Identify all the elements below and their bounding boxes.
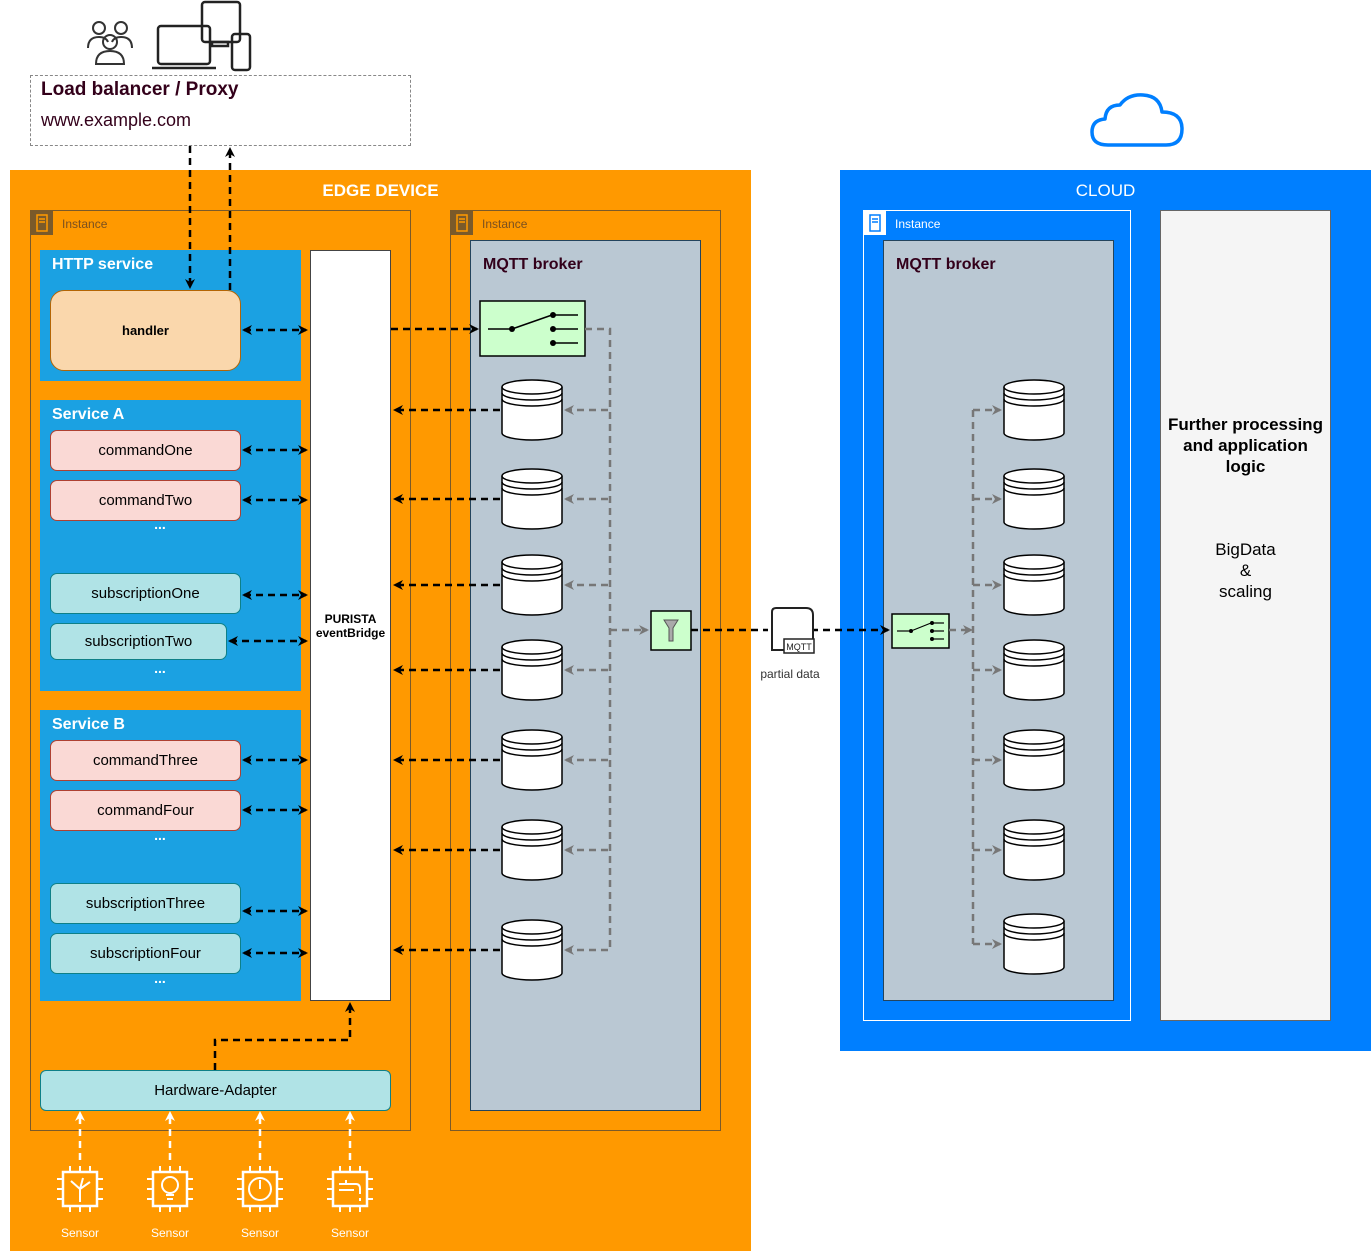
edge-topic-queue-5 [501, 729, 563, 791]
bigdata-label: BigData [1215, 540, 1276, 559]
cloud-topic-queue-5 [1003, 729, 1065, 791]
handler-box[interactable]: handler [50, 290, 241, 371]
cloud-topic-queue-7 [1003, 913, 1065, 975]
edge-topic-queue-7 [501, 919, 563, 981]
filter-icon [650, 610, 692, 651]
load-balancer-title: Load balancer / Proxy [41, 79, 239, 100]
edge-device-title: EDGE DEVICE [322, 181, 439, 200]
command-three[interactable]: commandThree [50, 740, 241, 781]
mqtt-icon-text: MQTT [786, 642, 812, 652]
subscription-four[interactable]: subscriptionFour [50, 933, 241, 974]
devices-icon [150, 0, 254, 74]
scaling-label: scaling [1219, 582, 1272, 601]
subscription-one[interactable]: subscriptionOne [50, 573, 241, 614]
light-sensor-icon [147, 1111, 193, 1212]
cloud-topic-queue-6 [1003, 819, 1065, 881]
service-arrows [228, 445, 308, 958]
sensor-label-1: Sensor [60, 1226, 100, 1240]
edge-topic-queue-2 [501, 468, 563, 530]
edge-topic-queue-1 [501, 379, 563, 441]
command-two[interactable]: commandTwo [50, 480, 241, 521]
service-a-more-subscriptions: ... [154, 660, 166, 676]
cloud-topic-queue-1 [1003, 379, 1065, 441]
service-b-title: Service B [52, 716, 125, 733]
cloud-queues [1003, 379, 1065, 975]
server-icon [864, 211, 886, 235]
edge-topic-queue-3 [501, 554, 563, 616]
edge-queues [501, 379, 563, 981]
instance-label: Instance [62, 217, 108, 231]
cloud-topic-queue-4 [1003, 639, 1065, 701]
edge-mqtt-switch-icon [479, 300, 586, 357]
service-b-more-subscriptions: ... [154, 970, 166, 986]
ampersand-label: & [1239, 561, 1252, 580]
command-four[interactable]: commandFour [50, 790, 241, 831]
edge-mqtt-broker-title: MQTT broker [483, 256, 583, 273]
instance-label: Instance [895, 217, 941, 231]
edge-topic-queue-4 [501, 639, 563, 701]
load-balancer: Load balancer / Proxy www.example.com [30, 75, 411, 146]
sensor-label-3: Sensor [240, 1226, 280, 1240]
partial-data-label: partial data [760, 667, 820, 681]
sensor-label-2: Sensor [150, 1226, 190, 1240]
http-service-title: HTTP service [52, 256, 154, 273]
load-balancer-url: www.example.com [41, 110, 192, 130]
cloud-topic-queue-3 [1003, 554, 1065, 616]
command-one[interactable]: commandOne [50, 430, 241, 471]
cloud-instance: Instance [863, 210, 1131, 1021]
edge-topic-queue-6 [501, 819, 563, 881]
service-b-more-commands: ... [154, 827, 166, 843]
service-a-title: Service A [52, 406, 125, 423]
gauge-sensor-icon [237, 1111, 283, 1212]
hardware-to-bridge-arrow [213, 1002, 355, 1070]
cloud-topic-queue-2 [1003, 468, 1065, 530]
further-processing-box: Further processing and application logic… [1160, 210, 1331, 1021]
sensor-label-4: Sensor [330, 1226, 370, 1240]
further-processing-title: Further processing and application logic [1168, 415, 1323, 476]
instance-label: Instance [482, 217, 528, 231]
server-icon [451, 211, 473, 235]
mqtt-document-icon [768, 607, 815, 654]
cloud-icon [1088, 90, 1186, 150]
sensors [57, 1111, 373, 1212]
cloud-mqtt-switch-icon [891, 613, 950, 649]
cloud-mqtt-broker-title: MQTT broker [896, 256, 996, 273]
subscription-three[interactable]: subscriptionThree [50, 883, 241, 924]
users-icon [84, 18, 136, 66]
hardware-adapter[interactable]: Hardware-Adapter [40, 1070, 391, 1111]
subscription-two[interactable]: subscriptionTwo [50, 623, 227, 660]
cloud-queue-arrows [973, 405, 1002, 949]
server-icon [31, 211, 53, 235]
queue-arrows [393, 405, 608, 955]
water-tap-sensor-icon [327, 1111, 373, 1212]
service-a-more-commands: ... [154, 516, 166, 532]
wind-sensor-icon [57, 1111, 103, 1212]
edge-topic-trunk [585, 327, 612, 950]
cloud-title: CLOUD [1075, 181, 1136, 200]
